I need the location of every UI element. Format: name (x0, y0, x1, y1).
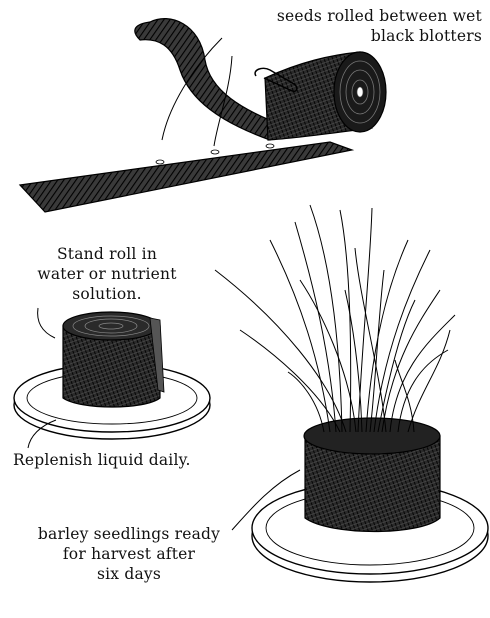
flat-blotter-strip (18, 141, 355, 213)
curled-blotter-strip (134, 18, 292, 141)
seed (155, 159, 165, 165)
seeds-label-line2: black blotters (370, 27, 482, 45)
stand-roll-label-line2: water or nutrient (37, 265, 177, 283)
replenish-label: Replenish liquid daily. (13, 450, 191, 470)
replenish-leader-line (27, 419, 57, 449)
seed (265, 143, 275, 149)
barley-label-line1: barley seedlings ready (37, 525, 221, 543)
roll-in-dish-drawing (13, 307, 211, 449)
stand-leader-line (37, 307, 56, 339)
barley-label-line2: for harvest after (62, 545, 196, 563)
barley-label: barley seedlings ready for harvest after… (14, 524, 244, 584)
blotter-roll-drawing (18, 18, 387, 213)
seeds-label-line1: seeds rolled between wet (276, 7, 482, 25)
barley-leader-line (231, 469, 301, 531)
replenish-label-text: Replenish liquid daily. (13, 451, 191, 469)
seedlings-in-dish-drawing (214, 204, 489, 583)
barley-label-line3: six days (96, 565, 162, 583)
seed (210, 149, 220, 155)
stand-roll-label: Stand roll in water or nutrient solution… (14, 244, 200, 304)
stand-roll-label-line1: Stand roll in (56, 245, 158, 263)
seeds-leader-line (161, 37, 233, 147)
seedling-roll-top (303, 417, 441, 455)
stand-roll-label-line3: solution. (72, 285, 142, 303)
seeds-label: seeds rolled between wet black blotters (277, 6, 482, 46)
paper-clip (254, 67, 298, 93)
small-roll-body (62, 325, 161, 408)
barley-seedlings (214, 204, 456, 433)
seedling-roll-body (304, 435, 441, 533)
